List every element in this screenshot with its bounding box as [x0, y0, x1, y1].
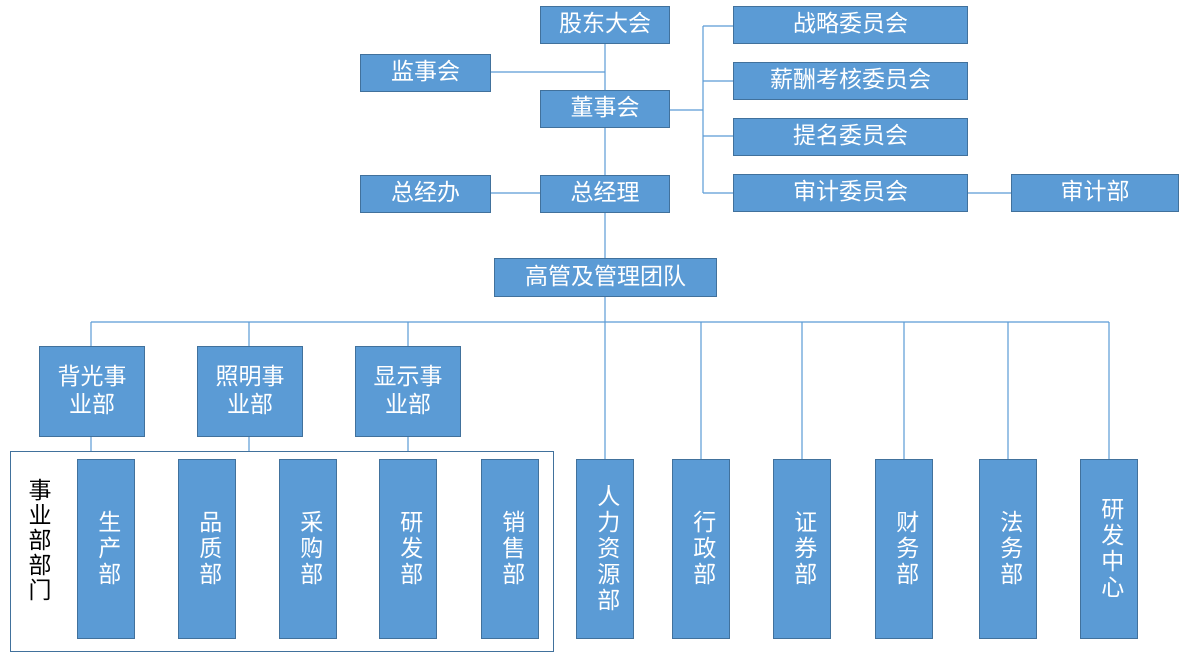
dept-production-label: 生产部 — [93, 510, 120, 588]
dept-hr-label: 人力资源部 — [592, 484, 619, 614]
board-of-supervisors: 监事会 — [360, 54, 491, 92]
board-of-directors: 董事会 — [540, 90, 670, 128]
dept-sales-label: 销售部 — [497, 510, 524, 588]
shareholders-meeting: 股东大会 — [540, 6, 670, 44]
dept-rd: 研发部 — [379, 459, 437, 639]
dept-legal: 法务部 — [979, 459, 1037, 639]
dept-rd-center-label: 研发中心 — [1096, 497, 1123, 601]
dept-securities: 证券部 — [773, 459, 831, 639]
nomination-committee: 提名委员会 — [733, 118, 968, 156]
bu-departments-group — [10, 451, 554, 652]
dept-sales: 销售部 — [481, 459, 539, 639]
bu-lighting: 照明事业部 — [197, 346, 303, 437]
dept-rd-label: 研发部 — [395, 510, 422, 588]
dept-procurement-label: 采购部 — [295, 510, 322, 588]
dept-procurement: 采购部 — [279, 459, 337, 639]
dept-securities-label: 证券部 — [789, 510, 816, 588]
dept-finance-label: 财务部 — [891, 510, 918, 588]
management-team: 高管及管理团队 — [494, 258, 717, 297]
audit-department: 审计部 — [1011, 174, 1179, 212]
gm-office: 总经办 — [360, 175, 491, 213]
dept-admin-label: 行政部 — [688, 510, 715, 588]
general-manager: 总经理 — [540, 175, 670, 213]
bu-departments-label: 事业部部门 — [24, 478, 50, 603]
strategy-committee: 战略委员会 — [733, 6, 968, 44]
dept-admin: 行政部 — [672, 459, 730, 639]
dept-production: 生产部 — [77, 459, 135, 639]
dept-quality-label: 品质部 — [194, 510, 221, 588]
dept-legal-label: 法务部 — [995, 510, 1022, 588]
dept-finance: 财务部 — [875, 459, 933, 639]
dept-quality: 品质部 — [178, 459, 236, 639]
bu-display: 显示事业部 — [355, 346, 461, 437]
audit-committee: 审计委员会 — [733, 174, 968, 212]
compensation-committee: 薪酬考核委员会 — [733, 62, 968, 100]
bu-backlight: 背光事业部 — [39, 346, 145, 437]
dept-hr: 人力资源部 — [576, 459, 634, 639]
dept-rd-center: 研发中心 — [1080, 459, 1138, 639]
